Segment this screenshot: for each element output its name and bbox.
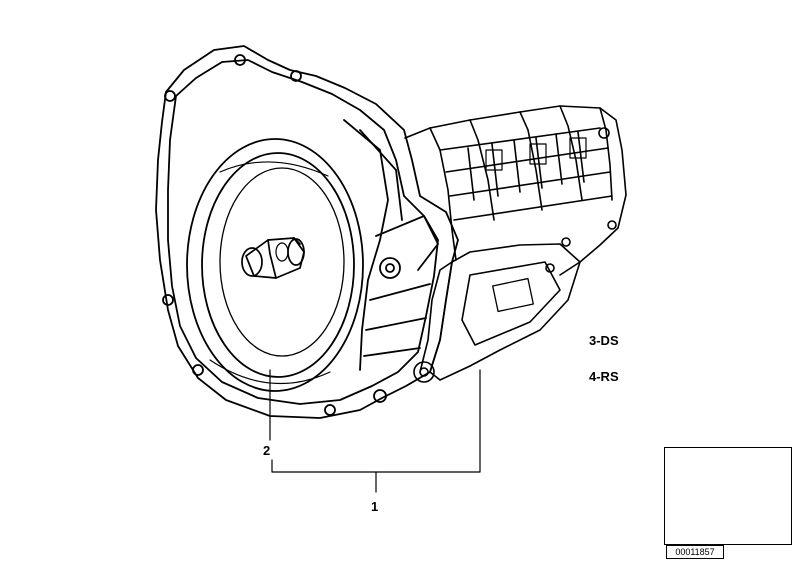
converter-hub (241, 237, 305, 279)
oil-pan (413, 243, 581, 383)
torque-converter (186, 138, 364, 392)
variant-label-3ds: 3-DS (589, 333, 619, 348)
reference-number: 00011857 (666, 545, 724, 559)
callout-label-2: 2 (263, 443, 271, 458)
car-reference-frame (664, 447, 792, 545)
bell-housing (155, 45, 459, 419)
callout-label-1: 1 (371, 499, 379, 514)
variant-label-4rs: 4-RS (589, 369, 619, 384)
leader-lines (269, 369, 481, 493)
gearbox-housing (404, 105, 627, 276)
